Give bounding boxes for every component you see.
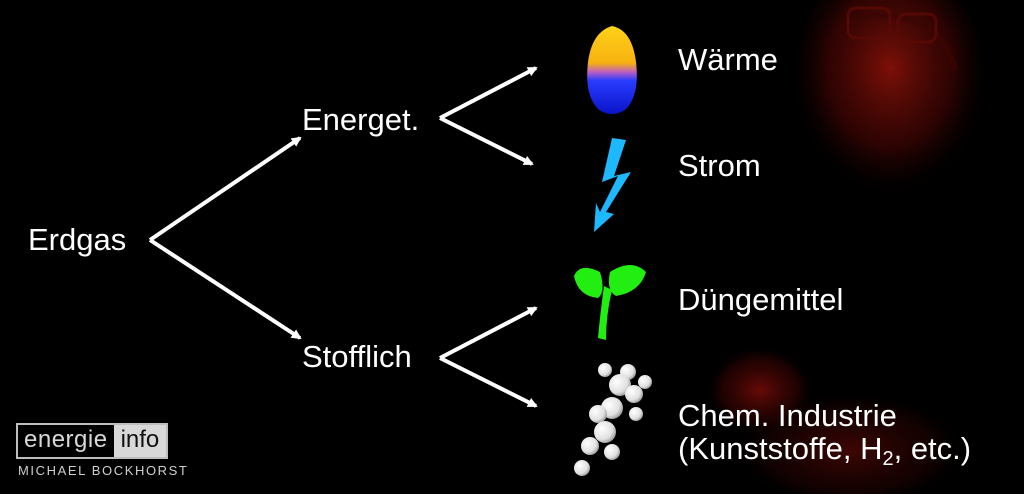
logo-author: MICHAEL BOCKHORST [18, 463, 189, 478]
arrows [148, 66, 538, 408]
energieinfo-logo: energie info MICHAEL BOCKHORST [16, 423, 202, 481]
chem-detail-suffix: , etc.) [893, 431, 972, 466]
node-erdgas: Erdgas [28, 222, 127, 257]
arrow-stofflich-chem [439, 356, 538, 408]
node-energet: Energet. [302, 102, 420, 137]
arrow-stofflich-duenge [439, 306, 538, 360]
background-portrait [705, 0, 985, 494]
lightning-icon [594, 138, 631, 232]
node-chem-industrie: Chem. Industrie [678, 398, 897, 433]
arrow-energet-strom [439, 116, 534, 166]
molecule-icon [574, 363, 652, 476]
logo-right-text: info [113, 425, 167, 457]
logo-left-text: energie [18, 425, 114, 457]
arrow-erdgas-stofflich [148, 238, 302, 340]
logo-wordmark: energie info [16, 423, 169, 459]
node-stofflich: Stofflich [302, 339, 412, 374]
node-duengemittel: Düngemittel [678, 282, 844, 317]
chem-detail-prefix: (Kunststoffe, H [678, 431, 883, 466]
arrow-erdgas-energet [148, 136, 302, 242]
node-waerme: Wärme [678, 42, 778, 77]
node-chem-detail: (Kunststoffe, H2, etc.) [678, 433, 971, 469]
arrow-energet-waerme [439, 66, 538, 120]
flame-icon [587, 26, 637, 114]
node-strom: Strom [678, 148, 761, 183]
chem-detail-subscript: 2 [882, 448, 894, 470]
plant-icon [574, 265, 646, 340]
